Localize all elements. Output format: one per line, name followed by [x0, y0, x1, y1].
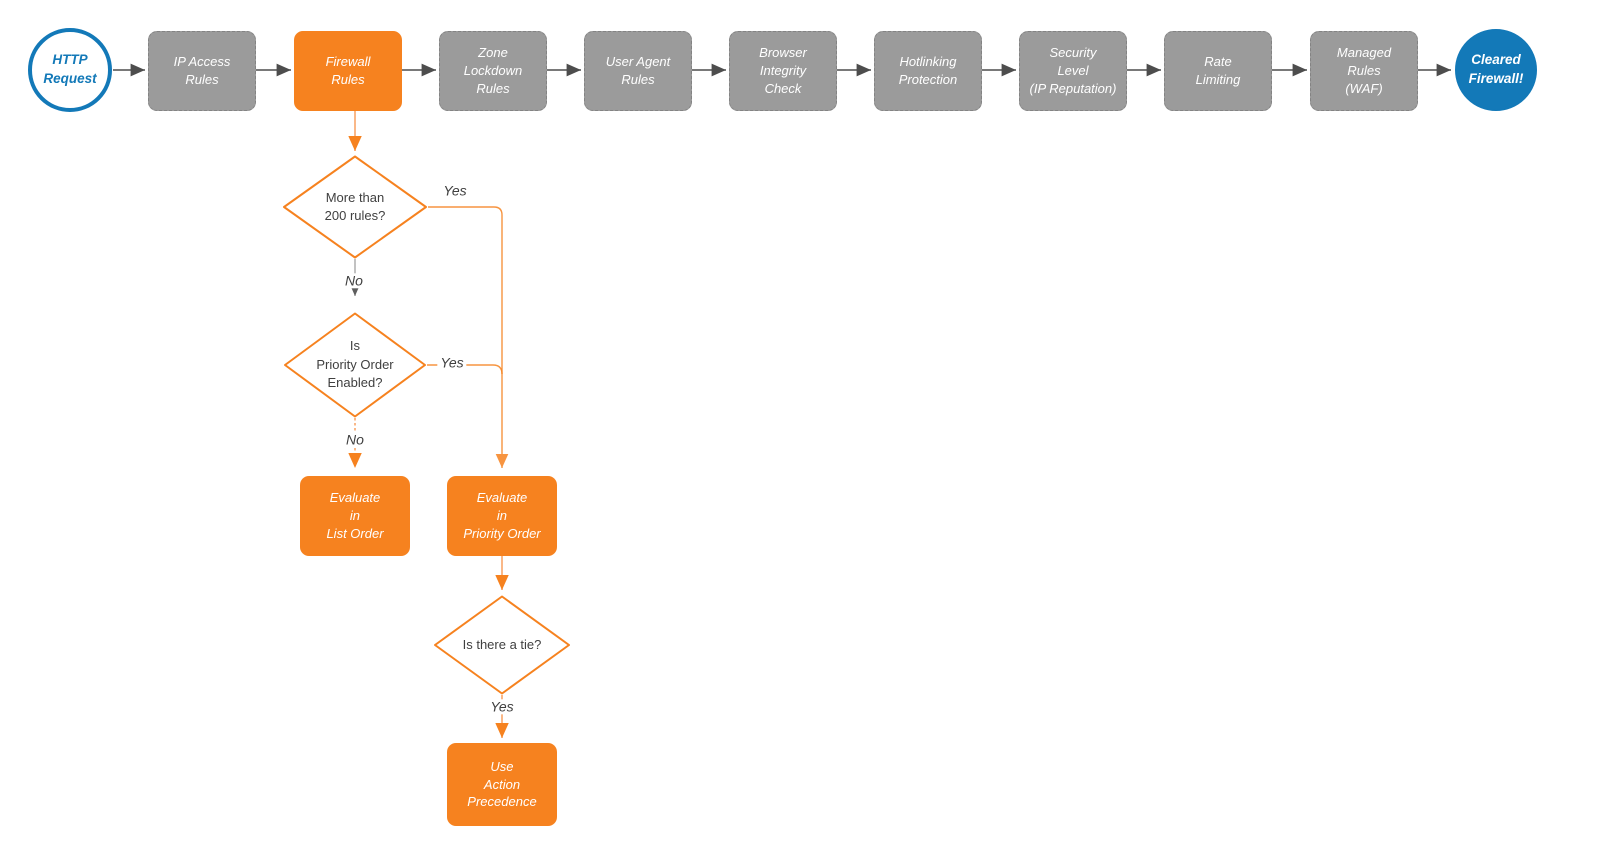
- stage-user-agent-rules: User Agent Rules: [584, 31, 692, 111]
- decision-label: More than 200 rules?: [324, 189, 386, 223]
- end-node-label: Cleared Firewall!: [1468, 52, 1524, 86]
- edge-label-no-200: No: [342, 272, 366, 289]
- decision-label: Is there a tie?: [462, 636, 542, 652]
- start-node-http-request: HTTP Request: [28, 28, 112, 112]
- decision-is-there-a-tie: Is there a tie?: [433, 595, 571, 695]
- decision-priority-order-enabled: Is Priority Order Enabled?: [283, 312, 427, 418]
- action-evaluate-priority-order: Evaluate in Priority Order: [447, 476, 557, 556]
- action-evaluate-list-order: Evaluate in List Order: [300, 476, 410, 556]
- stage-firewall-rules: Firewall Rules: [294, 31, 402, 111]
- edge-label-yes-priority: Yes: [437, 354, 467, 371]
- edge-yes-200: [428, 206, 509, 468]
- stage-zone-lockdown-rules: Zone Lockdown Rules: [439, 31, 547, 111]
- action-label: Use Action Precedence: [467, 758, 537, 810]
- diamond-shape: [283, 155, 427, 259]
- edge-label-yes-200: Yes: [440, 182, 470, 199]
- stage-rate-limiting: Rate Limiting: [1164, 31, 1272, 111]
- action-use-action-precedence: Use Action Precedence: [447, 743, 557, 826]
- diamond-shape: [434, 595, 570, 695]
- stage-ip-access-rules: IP Access Rules: [148, 31, 256, 111]
- stage-browser-integrity-check: Browser Integrity Check: [729, 31, 837, 111]
- start-node-label: HTTP Request: [43, 52, 97, 86]
- stage-label: Rate Limiting: [1195, 54, 1241, 87]
- edge-label-no-priority: No: [343, 431, 367, 448]
- action-label: Evaluate in List Order: [326, 490, 384, 541]
- stage-label: Zone Lockdown Rules: [463, 45, 523, 96]
- decision-more-than-200-rules: More than 200 rules?: [282, 155, 428, 259]
- stage-label: Firewall Rules: [325, 54, 371, 87]
- stage-label: Hotlinking Protection: [898, 54, 958, 87]
- diamond-shape: [284, 312, 426, 418]
- edge-label-yes-tie: Yes: [487, 698, 517, 715]
- stage-label: Managed Rules (WAF): [1336, 45, 1392, 96]
- stage-managed-rules-waf: Managed Rules (WAF): [1310, 31, 1418, 111]
- stage-label: User Agent Rules: [605, 54, 671, 87]
- end-node-cleared-firewall: Cleared Firewall!: [1455, 29, 1537, 111]
- action-label: Evaluate in Priority Order: [463, 490, 541, 541]
- decision-label: Is Priority Order Enabled?: [316, 338, 394, 391]
- stage-label: Security Level (IP Reputation): [1029, 45, 1117, 96]
- stage-label: IP Access Rules: [173, 54, 231, 87]
- stage-security-level: Security Level (IP Reputation): [1019, 31, 1127, 111]
- stage-hotlinking-protection: Hotlinking Protection: [874, 31, 982, 111]
- stage-label: Browser Integrity Check: [759, 45, 807, 96]
